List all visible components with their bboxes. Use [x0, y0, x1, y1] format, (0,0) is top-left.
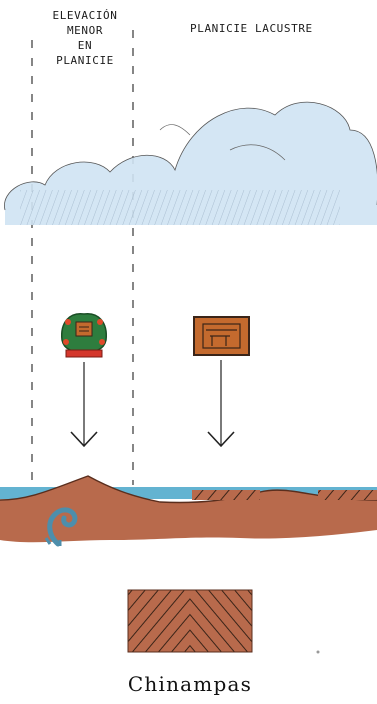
mountain-glyph-icon [61, 313, 107, 358]
spiral-water-icon [44, 507, 78, 547]
clouds [4, 101, 377, 225]
chinampa-glyph-icon [193, 316, 250, 356]
arrow-down-icon [70, 360, 235, 448]
label-line: PLANICIE [56, 54, 114, 67]
label-line: EN [77, 39, 93, 52]
left-region-label: ELEVACIÓN MENOR EN PLANICIE [44, 8, 126, 68]
right-region-label: PLANICIE LACUSTRE [190, 22, 313, 35]
boundary-lines [31, 30, 134, 485]
caption: Chinampas [127, 672, 253, 696]
chinampa-tile [127, 589, 253, 653]
label-line: ELEVACIÓN [52, 9, 118, 22]
label-line: MENOR [66, 24, 104, 37]
terrain [0, 475, 377, 543]
